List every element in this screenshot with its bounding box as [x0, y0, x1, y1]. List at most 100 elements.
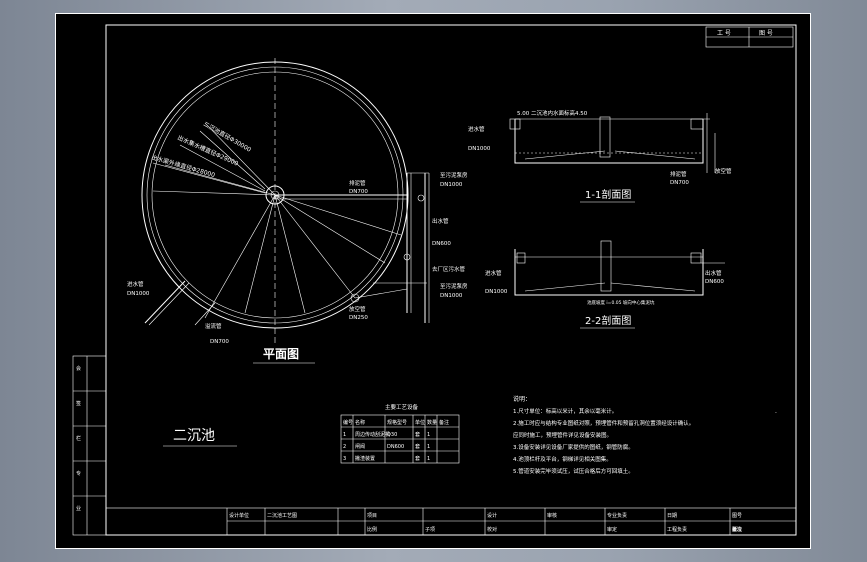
plan-pipe-overflow-size: DN700: [210, 339, 229, 345]
section1-drain: 放空管: [715, 167, 732, 175]
note-line: 4.池顶栏杆及平台，钢梯详见相关图集。: [513, 455, 612, 463]
cad-drawing: 工 号 图 号 二沉池直径Φ30000 出水集水槽直径Φ29000 出水渠外缘直…: [55, 13, 811, 549]
strip-label-5: 业: [76, 505, 81, 512]
plan-pipe-drain-size: DN250: [349, 315, 368, 321]
plan-outlet-top: 至污泥泵房: [440, 171, 468, 179]
table-cell: 套: [415, 443, 420, 450]
section1-center-column: [599, 116, 611, 158]
plan-outlet-low: 至污泥泵房: [440, 282, 468, 290]
section1-tank-outline: [514, 119, 704, 164]
section2-inlet-size: DN1000: [485, 289, 508, 295]
plan-view-title: 平面图: [263, 347, 299, 361]
title-block-cell: 日期: [667, 513, 677, 519]
corner-label-2: 图 号: [759, 30, 773, 37]
table-cell: 1: [427, 444, 430, 450]
corner-box: 工 号 图 号: [705, 26, 794, 48]
corner-label-1: 工 号: [717, 30, 731, 37]
section2-outlet: 出水管: [705, 269, 722, 277]
table-cell: 2: [343, 444, 346, 450]
title-block-cell: 张次: [732, 526, 742, 533]
title-block-cell: 设计单位: [229, 512, 249, 519]
strip-label-3: 栏: [76, 435, 81, 442]
note-line: 3.设备安装详见设备厂家提供的图纸，钢管防腐。: [513, 443, 634, 451]
title-block-cell: 审定: [607, 526, 617, 533]
left-signature-strip: 会 签 栏 专 业: [72, 355, 107, 536]
table-header-cell: 名称: [355, 419, 365, 426]
svg-text:·: ·: [775, 410, 777, 417]
section2-center-column: [600, 240, 612, 292]
section1-inlet: 进水管: [468, 125, 485, 133]
section2-tank-outline: [514, 249, 704, 296]
plan-pipe-inlet-size: DN1000: [127, 291, 150, 297]
plan-outlet-low-size: DN1000: [440, 293, 463, 299]
note-line: 应同时施工，预埋管件详见设备安装图。: [513, 431, 612, 439]
section1-inlet-size: DN1000: [468, 146, 491, 152]
drawing-sheet: 工 号 图 号 二沉池直径Φ30000 出水集水槽直径Φ29000 出水渠外缘直…: [55, 13, 811, 549]
plan-pipe-sludge: 排泥管: [349, 179, 366, 187]
plan-pipe-sludge-size: DN700: [349, 189, 368, 195]
inner-frame: [105, 24, 797, 536]
table-cell: 3: [343, 456, 346, 462]
title-block-cell: 备注: [732, 526, 742, 533]
title-block-cell: 设计: [487, 512, 497, 519]
section1-top-note: 5.00 二沉池内水面标高4.50: [517, 109, 588, 117]
table-cell: 撇渣装置: [355, 455, 375, 462]
title-block-cell: 专业负责: [607, 512, 627, 519]
plan-label-channel: 出水渠外缘直径Φ28000: [150, 153, 216, 179]
section2-outlet-size: DN600: [705, 279, 724, 285]
table-header-cell: 数量: [427, 419, 437, 426]
table-cell: 周边传动刮泥机: [355, 431, 390, 438]
table-cell: 套: [415, 431, 420, 438]
section1-sludge: 排泥管: [670, 170, 687, 178]
equipment-table: 主要工艺设备 编号名称 规格型号 单位数量备注 1 周边传动刮泥机Φ30 套 1 2 闸阀 DN6…: [340, 403, 460, 464]
title-block-cell: 校对: [487, 526, 497, 533]
title-block-cell: 审核: [547, 512, 557, 519]
strip-label-1: 会: [76, 365, 81, 372]
table-header-cell: 单位: [415, 419, 425, 426]
table-header-cell: 规格型号: [387, 419, 407, 426]
section2-title: 2-2剖面图: [585, 314, 631, 327]
table-cell: Φ30: [387, 432, 397, 438]
title-block-cell: 二沉池工艺图: [267, 512, 297, 519]
section1-title: 1-1剖面图: [585, 188, 631, 201]
valve-symbol: [350, 293, 360, 303]
title-block-cell: 子项: [425, 526, 435, 533]
section-2-2: 进水管 DN1000 出水管 DN600 池底坡度 i=0.05 坡向中心集泥坑…: [485, 240, 725, 329]
plan-pipe-inlet: 进水管: [127, 280, 144, 288]
notes-block: 说明： 1.尺寸单位：标高以米计，其余以毫米计。 2.施工时应与结构专业图纸对照，…: [513, 395, 694, 475]
table-cell: 1: [427, 456, 430, 462]
note-line: 5.管道安装完毕须试压，试压合格后方可回填土。: [513, 467, 634, 475]
plan-pipe-overflow: 溢流管: [205, 322, 222, 330]
notes-title: 说明：: [513, 395, 531, 403]
section2-bottom-note: 池底坡度 i=0.05 坡向中心集泥坑: [587, 299, 655, 306]
plan-outlet-top-size: DN1000: [440, 182, 463, 188]
title-block-cell: 项目: [367, 513, 377, 519]
plan-pipe-drain: 放空管: [349, 305, 366, 313]
table-cell: 套: [415, 455, 420, 462]
table-cell: 闸阀: [355, 443, 365, 450]
strip-label-2: 签: [76, 400, 81, 407]
table-cell: DN600: [387, 444, 404, 450]
plan-pipe-outlet-size: DN600: [432, 241, 451, 247]
plan-outlet-mid: 去厂区污水管: [432, 265, 466, 273]
table-header-cell: 备注: [439, 419, 449, 426]
table-header-cell: 编号: [343, 419, 353, 426]
note-line: 2.施工时应与结构专业图纸对照，预埋管件和预留孔洞位置须经设计确认。: [513, 419, 694, 427]
title-block-cell: 版次: [732, 526, 742, 533]
outer-frame: [55, 13, 811, 549]
section1-sludge-size: DN700: [670, 180, 689, 186]
plan-view: 二沉池直径Φ30000 出水集水槽直径Φ29000 出水渠外缘直径Φ28000 …: [127, 58, 468, 364]
title-block-cell: 工程负责: [667, 526, 687, 533]
equipment-table-title: 主要工艺设备: [385, 403, 419, 411]
section-1-1: 5.00 二沉池内水面标高4.50 进水管 DN1000 排泥管 DN700 放…: [468, 109, 732, 203]
main-title: 二沉池: [173, 428, 215, 444]
table-cell: 1: [343, 432, 346, 438]
title-block-cell: 图号: [732, 513, 742, 519]
table-cell: 1: [427, 432, 430, 438]
plan-pipe-outlet: 出水管: [432, 217, 449, 225]
strip-label-4: 专: [76, 470, 81, 477]
note-line: 1.尺寸单位：标高以米计，其余以毫米计。: [513, 407, 617, 415]
title-block-cell: 比例: [367, 526, 377, 533]
section2-inlet: 进水管: [485, 269, 502, 277]
